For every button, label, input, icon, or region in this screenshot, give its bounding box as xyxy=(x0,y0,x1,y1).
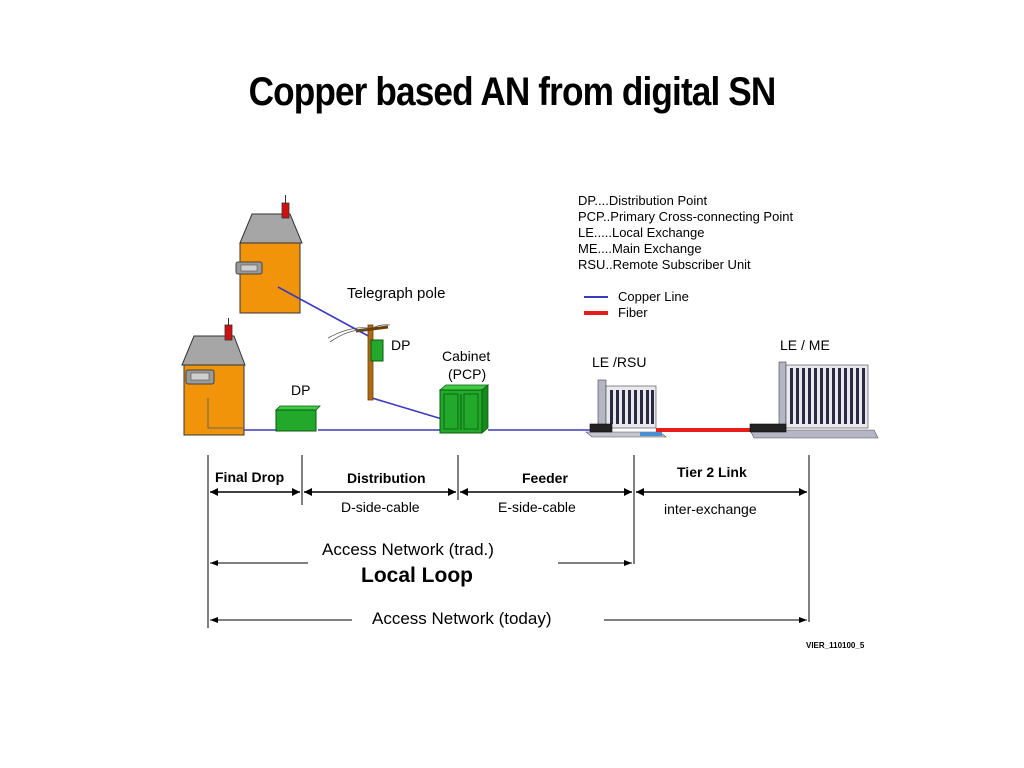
d-side-cable-label: D-side-cable xyxy=(341,499,420,515)
house-lower xyxy=(181,318,246,436)
tier2-link-label: Tier 2 Link xyxy=(677,464,747,480)
abbreviation-legend: DP....Distribution Point PCP..Primary Cr… xyxy=(578,193,793,273)
legend-dp: DP....Distribution Point xyxy=(578,193,708,208)
e-side-cable-label: E-side-cable xyxy=(498,499,576,515)
access-network-today-label: Access Network (today) xyxy=(372,609,552,628)
dp-pole-label: DP xyxy=(391,337,411,353)
le-me-building xyxy=(749,361,879,439)
telephone-icon xyxy=(235,261,263,275)
legend-me: ME....Main Exchange xyxy=(578,241,702,256)
pcp-label: (PCP) xyxy=(448,366,487,382)
feeder-label: Feeder xyxy=(522,470,568,486)
house-upper xyxy=(235,195,303,314)
final-drop-label: Final Drop xyxy=(215,469,285,485)
slide-id: VIER_110100_5 xyxy=(806,641,865,650)
telegraph-pole xyxy=(327,324,391,401)
local-loop-label: Local Loop xyxy=(361,564,473,587)
page-title: Copper based AN from digital SN xyxy=(248,70,777,114)
legend-rsu: RSU..Remote Subscriber Unit xyxy=(578,257,751,272)
le-rsu-label: LE /RSU xyxy=(592,354,647,370)
telephone-icon xyxy=(185,369,215,385)
legend-le: LE.....Local Exchange xyxy=(578,225,705,240)
distribution-label: Distribution xyxy=(347,470,426,486)
dp-ground-label: DP xyxy=(291,382,311,398)
le-rsu-building xyxy=(585,379,667,438)
cabinet-label: Cabinet xyxy=(442,348,491,364)
segment-arrows xyxy=(207,455,810,628)
dp-box-ground xyxy=(275,405,321,432)
legend-copper-label: Copper Line xyxy=(618,289,689,304)
le-me-label: LE / ME xyxy=(780,337,830,353)
dp-box-pole xyxy=(370,339,384,362)
legend-pcp: PCP..Primary Cross-connecting Point xyxy=(578,209,794,224)
cabinet-pcp xyxy=(438,384,490,434)
access-network-trad-label: Access Network (trad.) xyxy=(322,540,494,559)
arrow-heads xyxy=(210,488,807,623)
legend-fiber-label: Fiber xyxy=(618,305,648,320)
telegraph-pole-label: Telegraph pole xyxy=(347,285,446,302)
inter-exchange-label: inter-exchange xyxy=(664,501,757,517)
